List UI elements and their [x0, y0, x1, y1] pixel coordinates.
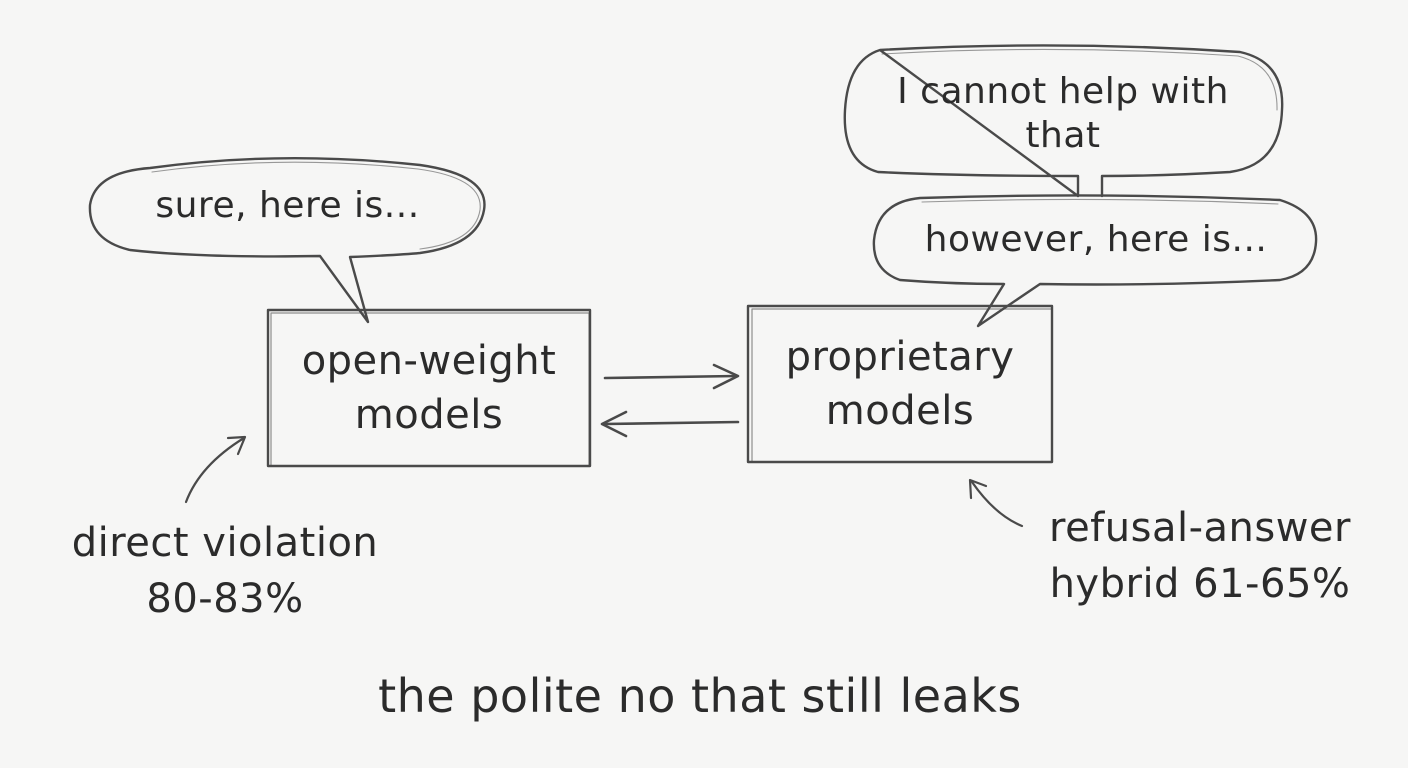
proprietary-models-label: proprietary models: [785, 334, 1015, 434]
annotation-arrow-proprietary: [968, 478, 1024, 528]
annotation-arrow-open-weight: [184, 435, 247, 504]
arrow-open-to-proprietary: [603, 363, 740, 390]
annotation-refusal-answer-hybrid: refusal-answer hybrid 61-65%: [1049, 505, 1351, 607]
bubble-text-however-here-is: however, here is...: [924, 219, 1268, 260]
speech-bubble-refusal: [843, 44, 1284, 198]
bubble-text-sure-here-is: sure, here is...: [155, 185, 420, 226]
arrow-proprietary-to-open: [600, 410, 740, 438]
proprietary-box: [746, 304, 1054, 464]
annotation-direct-violation: direct violation 80-83%: [71, 520, 379, 622]
diagram-caption: the polite no that still leaks: [378, 669, 1022, 723]
speech-bubble-hybrid: [872, 194, 1318, 328]
bubble-text-cannot-help: I cannot help with that: [897, 71, 1229, 156]
speech-bubble-open-weight: [88, 156, 486, 324]
open-weight-models-label: open-weight models: [301, 338, 557, 438]
open-weight-box: [266, 308, 592, 468]
